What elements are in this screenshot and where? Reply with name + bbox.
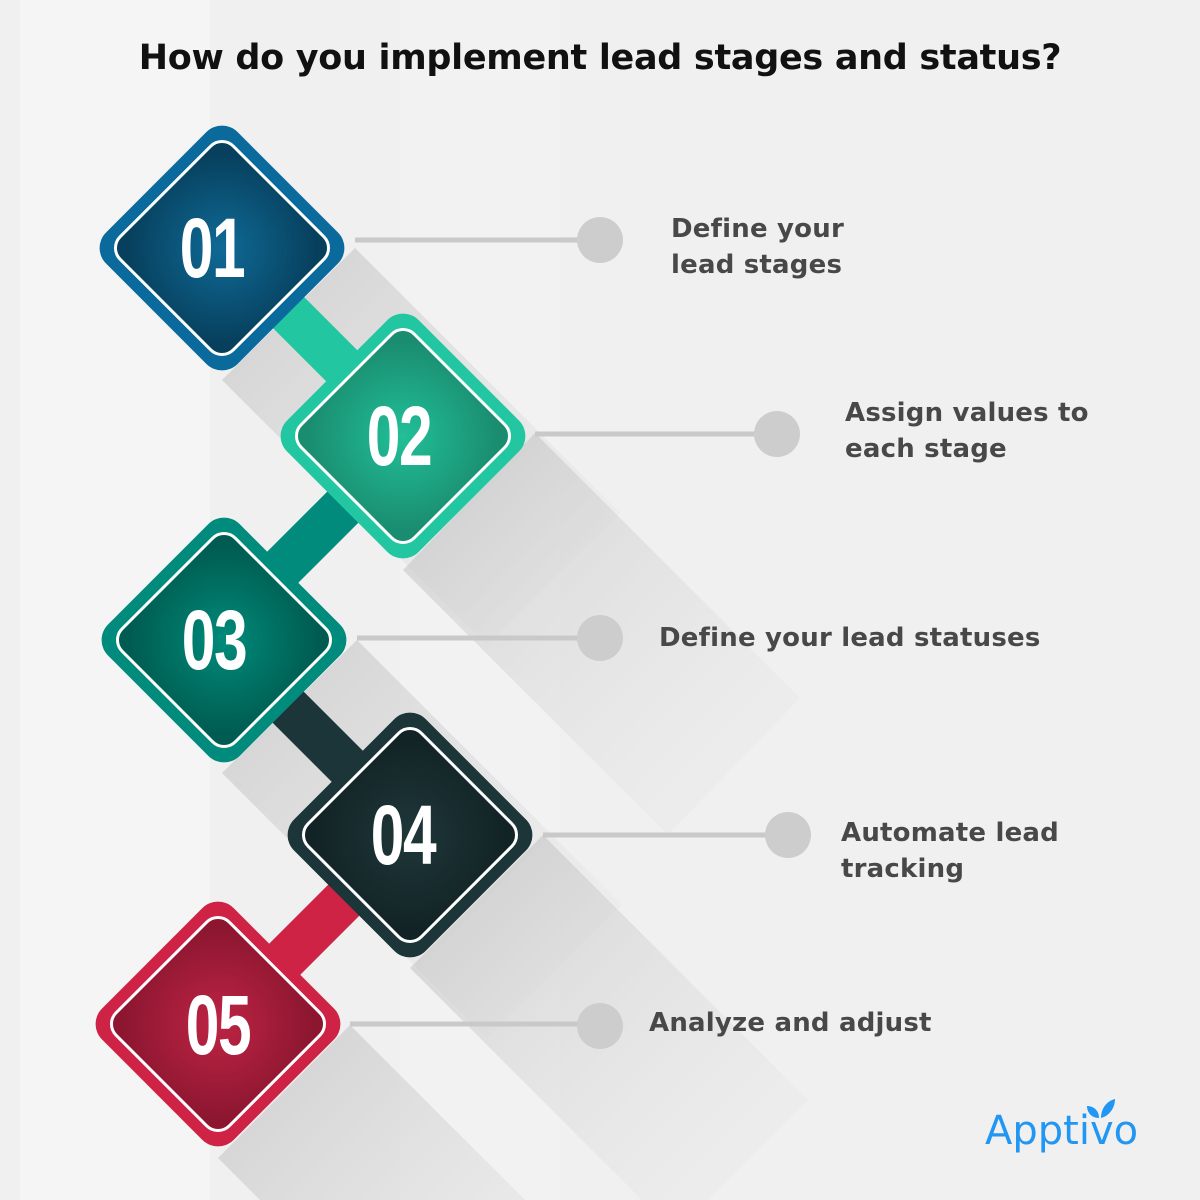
step-label-05: Analyze and adjust bbox=[649, 1008, 932, 1038]
step-label-01: Define your lead stages bbox=[671, 214, 844, 280]
diamond-02 bbox=[280, 313, 526, 559]
step-number-02: 02 bbox=[366, 389, 433, 483]
leaf-icon bbox=[1087, 1099, 1115, 1118]
step-number-01: 01 bbox=[179, 201, 246, 295]
connector-dot bbox=[577, 615, 623, 661]
step-number-05: 05 bbox=[185, 978, 252, 1072]
step-number-04: 04 bbox=[370, 788, 437, 882]
step-label-04: Automate lead tracking bbox=[841, 818, 1059, 884]
diamond-05 bbox=[95, 901, 341, 1147]
apptivo-logo: Apptivo bbox=[985, 1108, 1139, 1154]
step-label-02: Assign values to each stage bbox=[845, 398, 1089, 464]
diamond-04 bbox=[287, 712, 533, 958]
diamond-01 bbox=[99, 125, 345, 371]
step-number-03: 03 bbox=[181, 593, 248, 687]
connector-dot bbox=[754, 411, 800, 457]
connector-dot bbox=[577, 1003, 623, 1049]
page-title: How do you implement lead stages and sta… bbox=[138, 38, 1062, 78]
connector-dot bbox=[765, 812, 811, 858]
diamond-03 bbox=[101, 517, 347, 763]
connectors bbox=[350, 217, 811, 1049]
step-label-03: Define your lead statuses bbox=[659, 623, 1041, 653]
connector-dot bbox=[577, 217, 623, 263]
